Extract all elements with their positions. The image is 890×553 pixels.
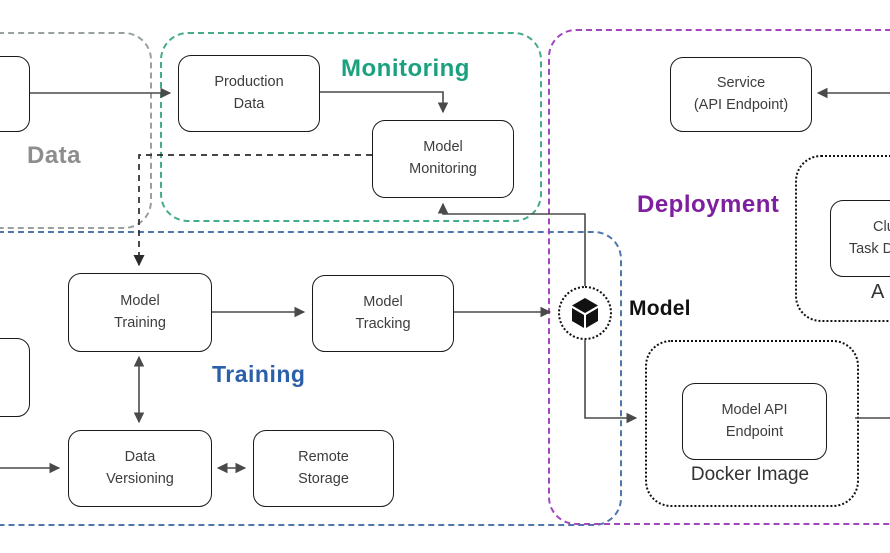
data-section-label: Data xyxy=(27,142,82,169)
node-model-tracking: Model Tracking xyxy=(312,275,454,352)
node-model-training: Model Training xyxy=(68,273,212,352)
training-section-label: Training xyxy=(212,361,306,387)
node-production-data: Production Data xyxy=(178,55,320,132)
node-left-partial xyxy=(0,338,30,417)
clipped-caption-fragment: A xyxy=(871,281,885,303)
node-model-monitoring: Model Monitoring xyxy=(372,120,514,198)
deployment-section-label: Deployment xyxy=(637,191,780,218)
node-model-api-endpoint: Model API Endpoint xyxy=(682,383,827,460)
node-raw-data-partial xyxy=(0,56,30,132)
node-remote-storage: Remote Storage xyxy=(253,430,394,507)
model-node-label: Model xyxy=(629,297,691,320)
cluster-dotted-container xyxy=(795,155,890,322)
node-cluster-task-definition: Cluster Task Definition xyxy=(830,200,890,277)
node-data-versioning: Data Versioning xyxy=(68,430,212,507)
docker-image-dotted-container xyxy=(645,340,859,507)
monitoring-section-label: Monitoring xyxy=(341,55,470,82)
docker-image-caption: Docker Image xyxy=(690,464,810,485)
model-artifact-node xyxy=(558,286,612,340)
data-section-container xyxy=(0,32,152,229)
model-cube-icon xyxy=(568,296,602,330)
node-service-api-endpoint: Service (API Endpoint) xyxy=(670,57,812,132)
